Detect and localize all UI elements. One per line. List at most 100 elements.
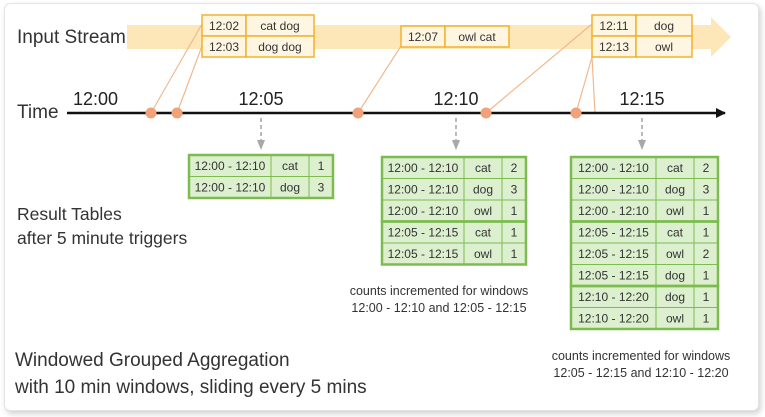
event-time: 12:03: [209, 40, 239, 54]
window-cell: 12:00 - 12:10: [195, 159, 266, 173]
table-row: 12:00 - 12:10 dog 3: [381, 178, 527, 201]
time-axis-label: Time: [17, 102, 59, 123]
table-row: 12:05 - 12:15 cat 1: [381, 221, 527, 244]
count-cell: 1: [318, 159, 325, 173]
window-cell: 12:05 - 12:15: [578, 247, 649, 261]
table-row: 12:00 - 12:10 dog 3: [570, 178, 719, 201]
time-tick-label: 12:00: [73, 89, 118, 109]
window-cell: 12:00 - 12:10: [578, 161, 649, 175]
word-cell: owl: [474, 204, 492, 218]
event-time: 12:11: [599, 19, 628, 33]
count-cell: 2: [703, 247, 710, 261]
count-cell: 2: [703, 161, 710, 175]
event-marker: [145, 107, 157, 119]
count-cell: 1: [703, 226, 710, 240]
word-cell: owl: [666, 247, 684, 261]
word-cell: dog: [665, 183, 685, 197]
summary-line-2: with 10 min windows, sliding every 5 min…: [14, 377, 367, 398]
count-cell: 1: [511, 204, 518, 218]
time-tick-label: 12:05: [238, 89, 283, 109]
word-cell: cat: [475, 161, 492, 175]
word-cell: dog: [665, 290, 685, 304]
note-1-line-1: counts incremented for windows: [350, 284, 529, 298]
word-cell: dog: [473, 183, 493, 197]
word-cell: dog: [280, 181, 300, 195]
count-cell: 1: [703, 204, 710, 218]
window-cell: 12:00 - 12:10: [578, 183, 649, 197]
event-time: 12:13: [599, 40, 629, 54]
count-cell: 1: [703, 269, 710, 283]
event-connector: [575, 56, 593, 114]
event-time: 12:07: [408, 30, 438, 44]
window-cell: 12:05 - 12:15: [578, 226, 649, 240]
trigger-arrows: [257, 118, 646, 150]
table-row: 12:05 - 12:15 owl 2: [570, 242, 719, 265]
count-cell: 3: [703, 183, 710, 197]
event-words-cell: [245, 35, 315, 58]
table-row: 12:05 - 12:15 dog 1: [570, 264, 719, 287]
count-cell: 1: [703, 312, 710, 326]
input-stream-label: Input Stream: [17, 27, 126, 48]
event-markers: [145, 107, 582, 119]
window-group-outline: [380, 220, 528, 266]
event-words: cat dog: [260, 19, 299, 33]
event-connector: [150, 23, 203, 114]
word-cell: dog: [665, 269, 685, 283]
count-cell: 1: [703, 290, 710, 304]
time-tick-label: 12:10: [433, 89, 478, 109]
note-2-line-1: counts incremented for windows: [552, 349, 731, 363]
word-cell: owl: [666, 204, 684, 218]
window-cell: 12:05 - 12:15: [578, 269, 649, 283]
table-row: 12:00 - 12:10 cat 2: [381, 156, 527, 179]
event-connectors: [150, 23, 596, 114]
note-1-line-2: 12:00 - 12:10 and 12:05 - 12:15: [351, 301, 526, 315]
count-cell: 1: [511, 226, 518, 240]
event-connector: [357, 45, 402, 114]
count-cell: 3: [511, 183, 518, 197]
event-marker: [352, 107, 364, 119]
window-cell: 12:10 - 12:20: [578, 312, 649, 326]
result-tables-sublabel: after 5 minute triggers: [17, 228, 187, 248]
summary-line-1: Windowed Grouped Aggregation: [15, 350, 290, 371]
event-connector: [485, 23, 593, 114]
word-cell: owl: [666, 312, 684, 326]
window-cell: 12:00 - 12:10: [388, 204, 459, 218]
event-connector: [176, 45, 203, 114]
event-words: dog: [654, 19, 674, 33]
window-cell: 12:00 - 12:10: [388, 183, 459, 197]
event-time: 12:02: [209, 19, 239, 33]
event-words: dog dog: [258, 40, 301, 54]
input-event-box: 12:02 cat dog 12:03 dog dog: [201, 14, 315, 58]
word-cell: owl: [474, 247, 492, 261]
count-cell: 1: [511, 247, 518, 261]
word-cell: cat: [475, 226, 492, 240]
count-cell: 3: [318, 181, 325, 195]
event-words-cell: [444, 25, 510, 48]
event-words-cell: [635, 35, 693, 58]
event-marker: [171, 107, 183, 119]
word-cell: cat: [667, 226, 684, 240]
window-group-outline: [187, 153, 335, 200]
word-cell: cat: [667, 161, 684, 175]
window-cell: 12:05 - 12:15: [388, 226, 459, 240]
result-tables-label: Result Tables: [17, 204, 122, 224]
window-group-outline: [569, 284, 720, 331]
count-cell: 2: [511, 161, 518, 175]
table-row: 12:00 - 12:10 cat 2: [570, 156, 719, 179]
window-cell: 12:00 - 12:10: [388, 161, 459, 175]
window-cell: 12:05 - 12:15: [388, 247, 459, 261]
table-row: 12:05 - 12:15 cat 1: [570, 221, 719, 244]
window-cell: 12:00 - 12:10: [195, 181, 266, 195]
table-row: 12:05 - 12:15 owl 1: [381, 242, 527, 265]
